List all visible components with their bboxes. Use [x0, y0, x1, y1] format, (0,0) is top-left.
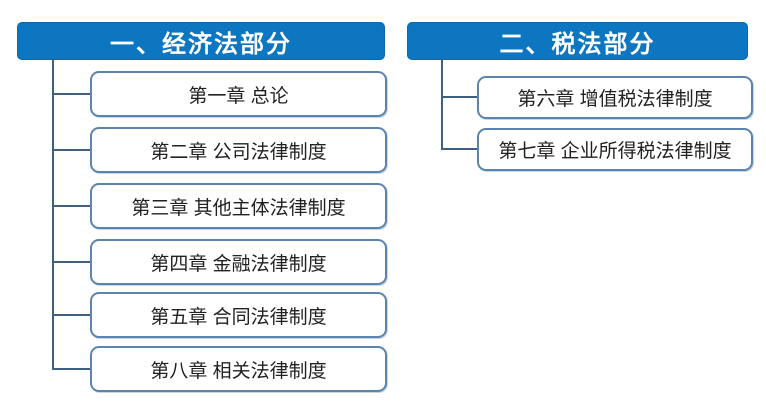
- connector-branch: [53, 149, 90, 151]
- connector-trunk-right: [441, 60, 443, 150]
- chapter-box-1: 第一章 总论: [90, 71, 387, 117]
- connector-branch: [53, 261, 90, 263]
- chapter-box-3: 第三章 其他主体法律制度: [90, 183, 387, 229]
- connector-branch: [442, 148, 477, 150]
- connector-branch: [53, 205, 90, 207]
- connector-branch: [53, 368, 90, 370]
- chapter-box-7: 第七章 企业所得税法律制度: [477, 128, 753, 171]
- section-header-economic-law: 一、经济法部分: [17, 22, 385, 60]
- chapter-box-4: 第四章 金融法律制度: [90, 239, 387, 285]
- chapter-box-5: 第五章 合同法律制度: [90, 292, 387, 338]
- connector-branch: [53, 314, 90, 316]
- section-header-tax-law: 二、税法部分: [407, 22, 748, 60]
- chapter-box-8: 第八章 相关法律制度: [90, 346, 387, 392]
- connector-branch: [53, 93, 90, 95]
- connector-branch: [442, 96, 477, 98]
- chapter-box-2: 第二章 公司法律制度: [90, 127, 387, 173]
- connector-trunk-left: [52, 60, 54, 370]
- chapter-box-6: 第六章 增值税法律制度: [477, 76, 753, 119]
